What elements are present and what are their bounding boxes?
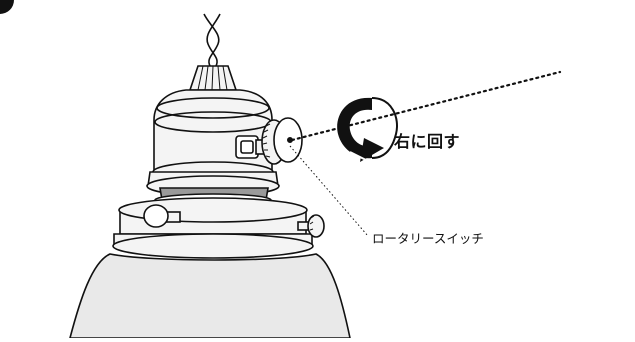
rotation-axis-line (290, 70, 562, 142)
cord-strain-relief (188, 65, 238, 91)
glass-shade (68, 253, 351, 339)
shade-collar (112, 197, 314, 259)
rotate-right-label: 右に回す (394, 132, 461, 151)
rotate-right-arrow-icon (337, 97, 398, 162)
set-screw-right (297, 214, 325, 238)
rotary-switch-label: ロータリースイッチ (372, 231, 484, 246)
set-screw-left (143, 204, 181, 228)
step-badge (0, 0, 14, 14)
switch-housing (235, 135, 267, 159)
rotary-switch-knob (261, 117, 303, 165)
power-cord (203, 13, 221, 67)
